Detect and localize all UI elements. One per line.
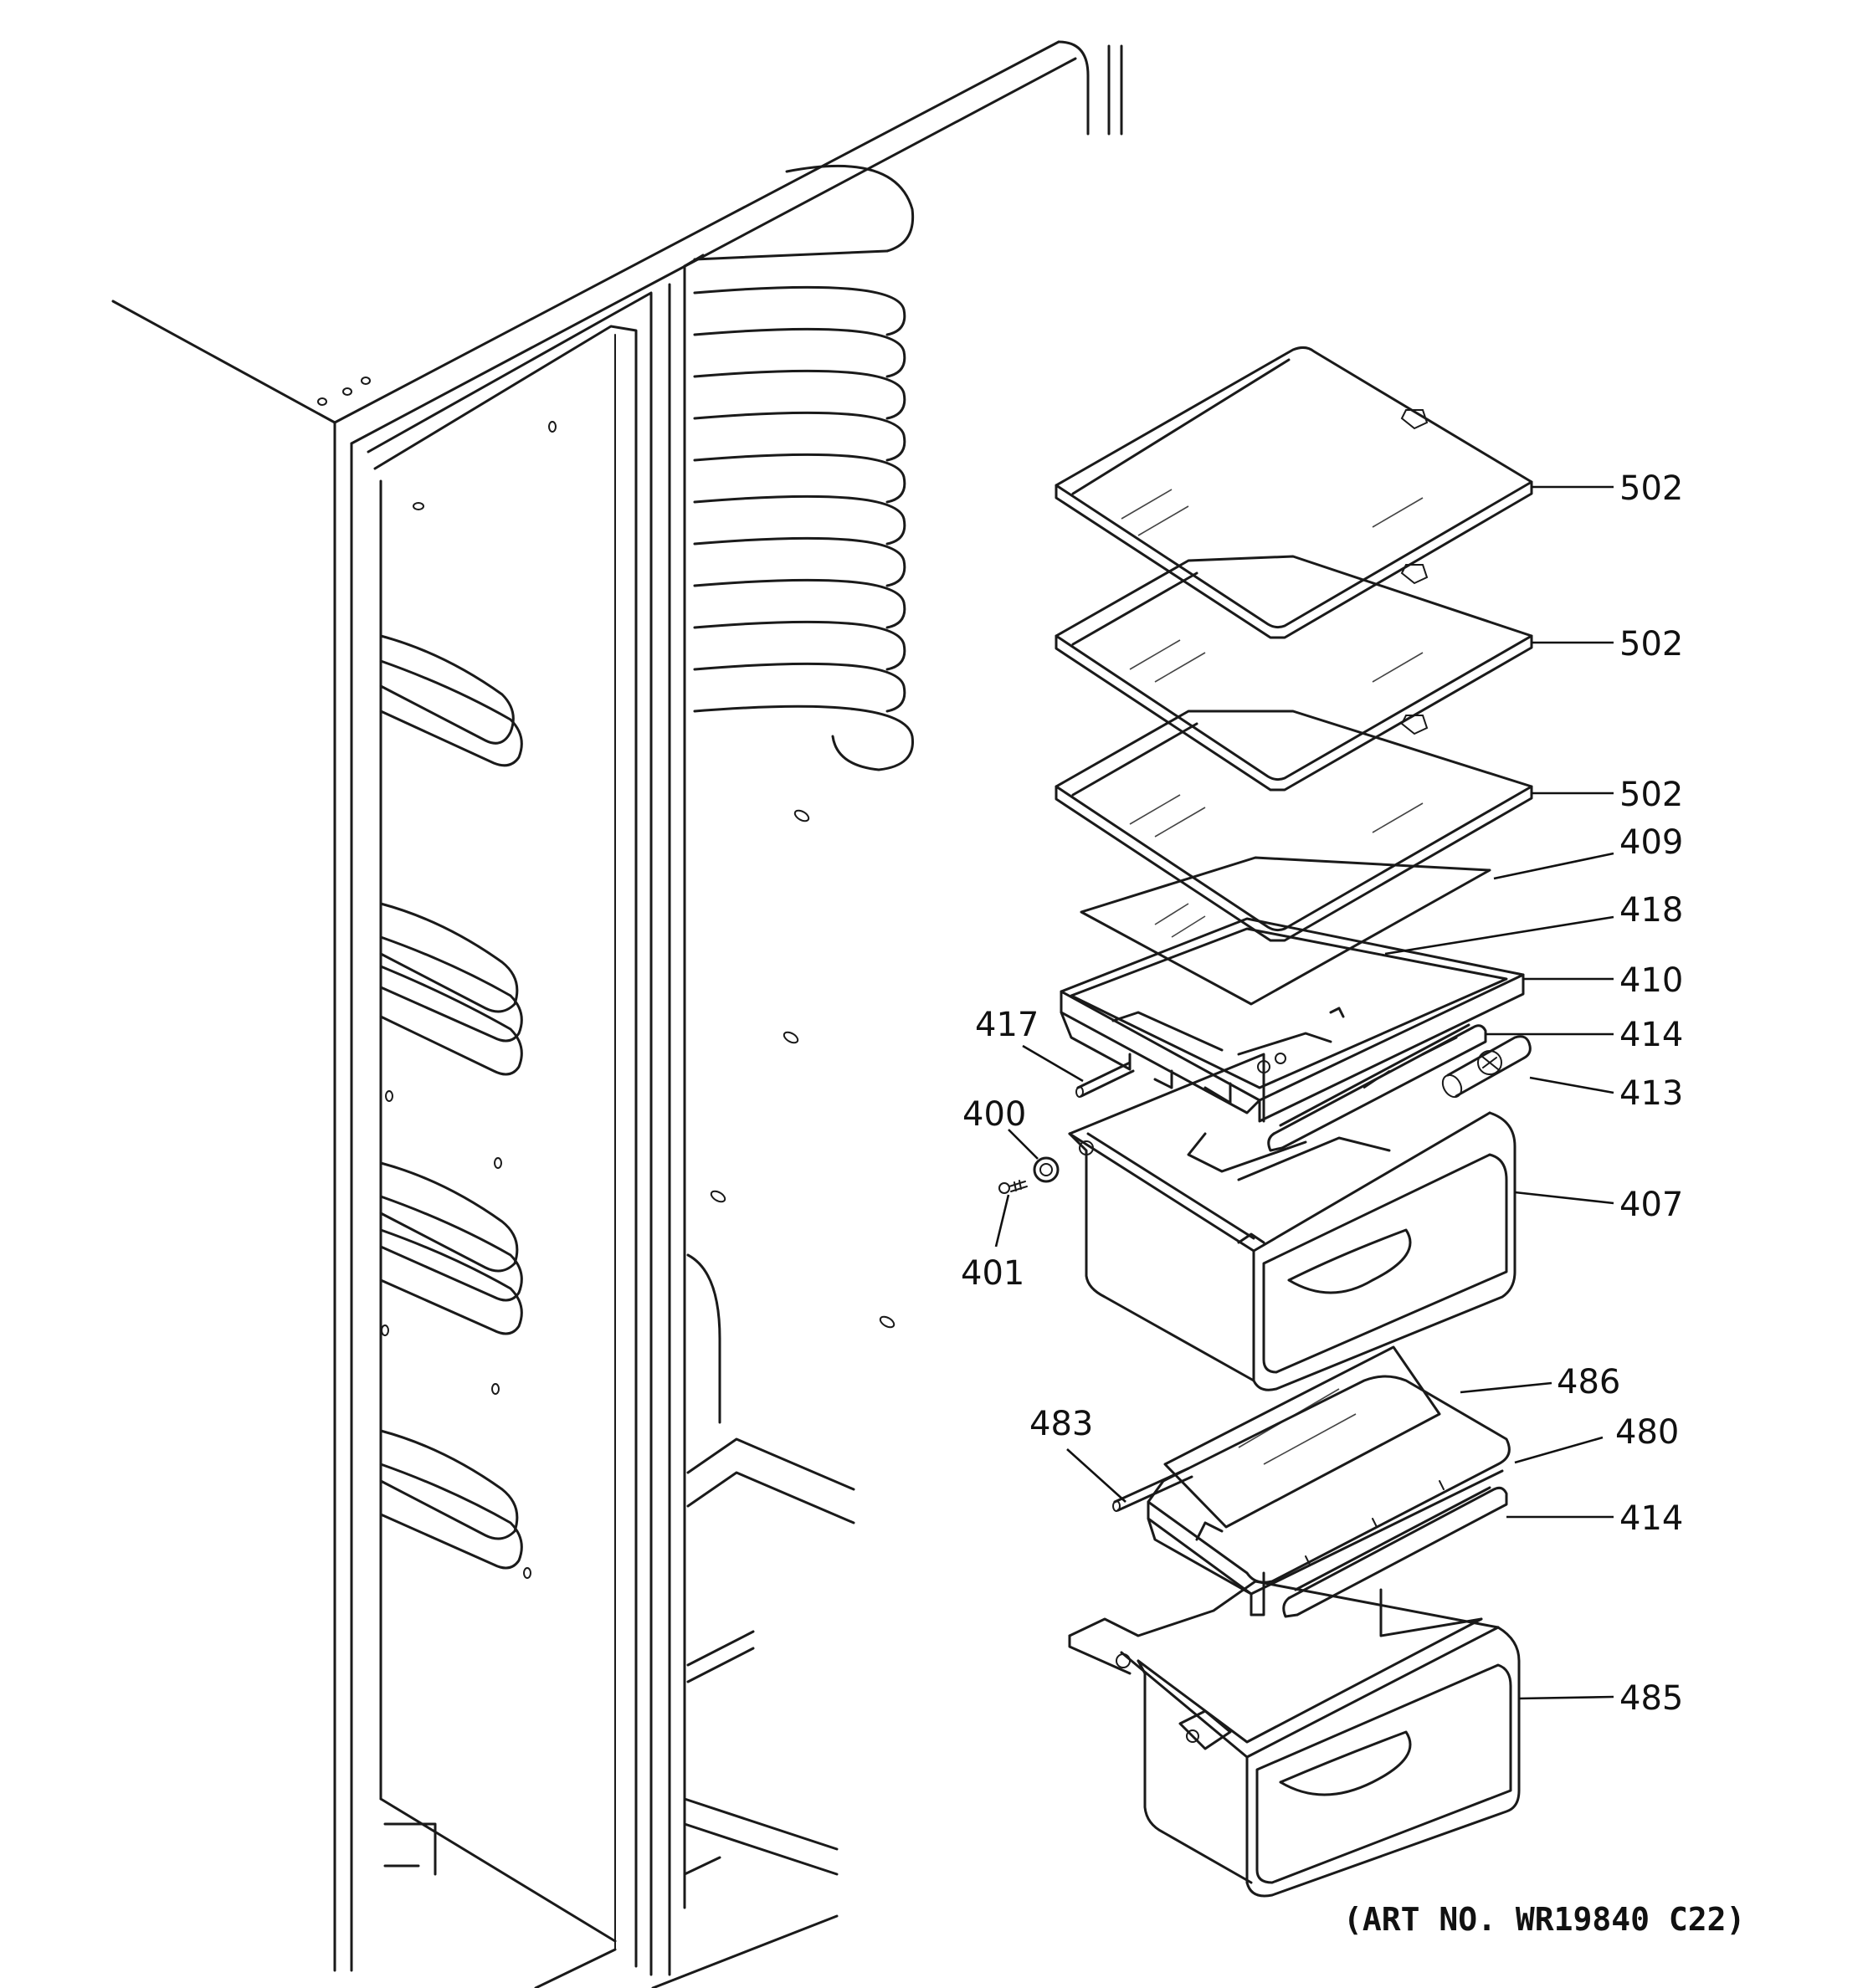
door-bin-2 [379,902,523,1076]
rod-483 [1112,1467,1193,1512]
pan-cover-480 [1147,1375,1511,1617]
crisper-cover-frame-410 [1060,917,1525,1123]
label-418: 418 [1619,891,1683,930]
glass-shelf-502-bottom [1055,710,1533,942]
label-407: 407 [1619,1186,1683,1224]
label-414-lower: 414 [1619,1499,1683,1538]
label-483: 483 [1029,1405,1093,1443]
label-417: 417 [975,1006,1039,1044]
door-bin-4 [379,1429,523,1570]
trim-414-lower [1282,1486,1508,1618]
screw-401 [998,1180,1028,1194]
door-bin-3 [379,1161,523,1335]
label-486: 486 [1557,1363,1620,1401]
label-400: 400 [962,1095,1026,1134]
roller-400 [1033,1156,1060,1183]
label-410: 410 [1619,961,1683,1000]
crisper-drawer-407 [1068,1053,1516,1391]
pan-drawer-485 [1068,1580,1521,1898]
label-413: 413 [1619,1074,1683,1113]
label-480: 480 [1615,1413,1679,1452]
label-401: 401 [961,1254,1024,1293]
label-502-bottom: 502 [1619,776,1683,814]
rod-417 [1075,1061,1135,1098]
door-bin-1 [379,634,523,767]
glass-shelf-502-top [1055,346,1533,639]
glass-shelf-502-middle [1055,555,1533,792]
label-414-upper: 414 [1619,1016,1683,1054]
glass-panel-409 [1080,856,1491,1006]
art-number: (ART NO. WR19840 C22) [1343,1901,1746,1938]
freezer-shelf-ribs [693,164,915,771]
label-485: 485 [1619,1679,1683,1718]
refrigerator-cabinet [111,40,1123,1988]
label-502-middle: 502 [1619,625,1683,664]
leader-lines [994,485,1614,1700]
glass-panel-486 [1163,1345,1441,1529]
label-409: 409 [1619,823,1683,862]
trim-414-upper [1267,1023,1487,1152]
callout-labels: 502 502 502 409 418 410 414 413 417 400 … [961,469,1683,1718]
label-502-top: 502 [1619,469,1683,508]
